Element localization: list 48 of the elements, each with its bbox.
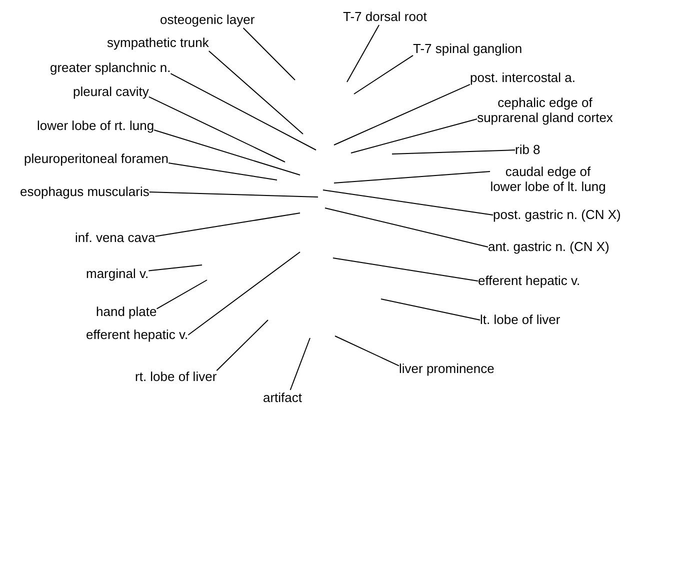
- leader-line: [154, 212, 300, 237]
- part-label: lt. lobe of liver: [480, 312, 560, 328]
- leader-line: [148, 192, 318, 198]
- leader-line: [332, 258, 478, 282]
- leader-line: [324, 208, 488, 248]
- leader-line: [346, 24, 380, 82]
- leader-line: [216, 320, 268, 372]
- leader-line: [322, 190, 494, 216]
- part-label: T-7 dorsal root: [343, 9, 427, 25]
- part-label: hand plate: [96, 304, 157, 320]
- part-label: post. intercostal a.: [470, 70, 576, 86]
- leader-line: [208, 50, 304, 134]
- part-label: greater splanchnic n.: [50, 60, 171, 76]
- leader-line: [188, 252, 300, 336]
- part-label: caudal edge of lower lobe of lt. lung: [490, 164, 606, 194]
- part-label: pleural cavity: [73, 84, 149, 100]
- part-label: esophagus muscularis: [20, 184, 150, 200]
- part-label: T-7 spinal ganglion: [413, 41, 522, 57]
- part-label: inf. vena cava: [75, 230, 156, 246]
- leader-line: [156, 280, 208, 310]
- leader-line: [168, 162, 278, 180]
- part-label: ant. gastric n. (CN X): [488, 239, 610, 255]
- leader-line: [148, 264, 202, 272]
- leader-line: [354, 54, 414, 94]
- leader-line: [170, 73, 316, 150]
- leader-line: [334, 84, 470, 146]
- part-label: rt. lobe of liver: [135, 369, 217, 385]
- part-label: rib 8: [515, 142, 540, 158]
- leader-line: [290, 338, 310, 390]
- part-label: efferent hepatic v.: [478, 273, 580, 289]
- part-label: pleuroperitoneal foramen: [24, 151, 169, 167]
- part-label: post. gastric n. (CN X): [493, 207, 621, 223]
- part-label: artifact: [263, 390, 302, 406]
- leader-line: [392, 150, 516, 154]
- leader-line: [350, 118, 478, 154]
- leader-line: [148, 96, 286, 162]
- part-label: sympathetic trunk: [107, 35, 209, 51]
- part-label: lower lobe of rt. lung: [37, 118, 154, 134]
- leader-line: [380, 298, 480, 320]
- leader-line: [334, 171, 490, 184]
- leader-line: [334, 336, 400, 366]
- part-label: marginal v.: [86, 266, 149, 282]
- part-label: efferent hepatic v.: [86, 327, 188, 343]
- part-label: cephalic edge of suprarenal gland cortex: [477, 95, 613, 125]
- part-label: osteogenic layer: [160, 12, 255, 28]
- part-label: liver prominence: [399, 361, 494, 377]
- leader-line: [154, 130, 300, 176]
- leader-line: [242, 28, 296, 80]
